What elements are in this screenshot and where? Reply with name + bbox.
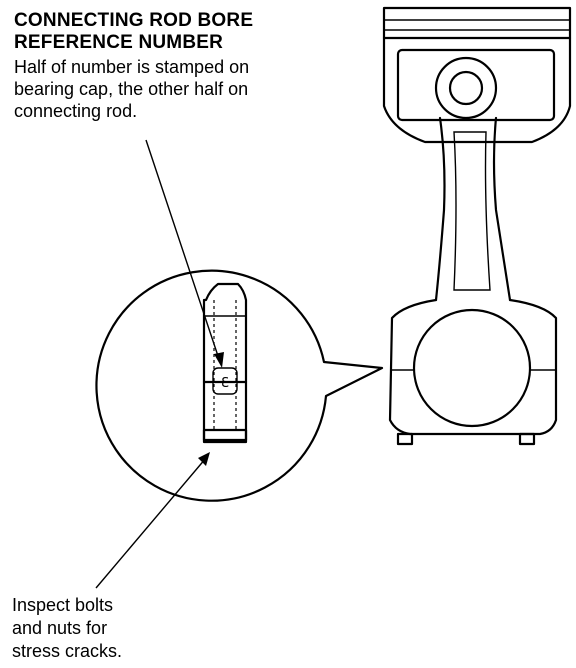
rod-beam-channel xyxy=(453,131,491,291)
crankpin-bore xyxy=(412,308,532,428)
callout-body-line-1: Half of number is stamped on xyxy=(14,57,250,77)
leader-to-bolts xyxy=(95,457,207,589)
leader-lines xyxy=(95,139,224,589)
inspect-line-3: stress cracks. xyxy=(12,641,123,661)
rod-bolt-right xyxy=(518,432,536,446)
callout-body: Half of number is stamped on bearing cap… xyxy=(14,56,344,122)
arrowhead-reference-number xyxy=(214,352,224,368)
piston-crown xyxy=(382,6,572,40)
callout-body-line-3: connecting rod. xyxy=(14,101,138,121)
callout-title-line-2: REFERENCE NUMBER xyxy=(14,32,224,53)
leader-to-reference-number xyxy=(145,139,221,363)
rod-beam-right-edge xyxy=(492,116,512,302)
piston-pin-inner xyxy=(448,70,484,106)
arrowhead-bolts xyxy=(198,452,210,466)
connecting-rod xyxy=(388,116,558,446)
inspect-line-1: Inspect bolts xyxy=(12,595,114,615)
stamp-glyph-icon: Ɛ xyxy=(221,376,229,391)
magnify-bubble xyxy=(95,269,384,502)
rod-side-profile xyxy=(202,282,248,442)
piston-pin-boss xyxy=(396,48,556,122)
callout-title-line-1: CONNECTING ROD BORE xyxy=(14,10,254,31)
rod-big-end xyxy=(388,298,558,436)
piston-pin-outer xyxy=(434,56,498,120)
piston xyxy=(382,6,572,144)
magnified-view: Ɛ xyxy=(95,269,384,502)
rod-beam-left-edge xyxy=(434,116,446,302)
inspect-bolts-callout: Inspect bolts and nuts for stress cracks… xyxy=(12,594,212,663)
callout-body-line-2: bearing cap, the other half on xyxy=(14,79,249,99)
rod-bolt-left xyxy=(396,432,414,446)
inspect-line-2: and nuts for xyxy=(12,618,108,638)
reference-number-stamp xyxy=(212,367,238,395)
side-bolt-nut xyxy=(202,428,248,444)
piston-skirt xyxy=(382,36,572,144)
reference-number-callout: CONNECTING ROD BORE REFERENCE NUMBER Hal… xyxy=(14,10,344,122)
